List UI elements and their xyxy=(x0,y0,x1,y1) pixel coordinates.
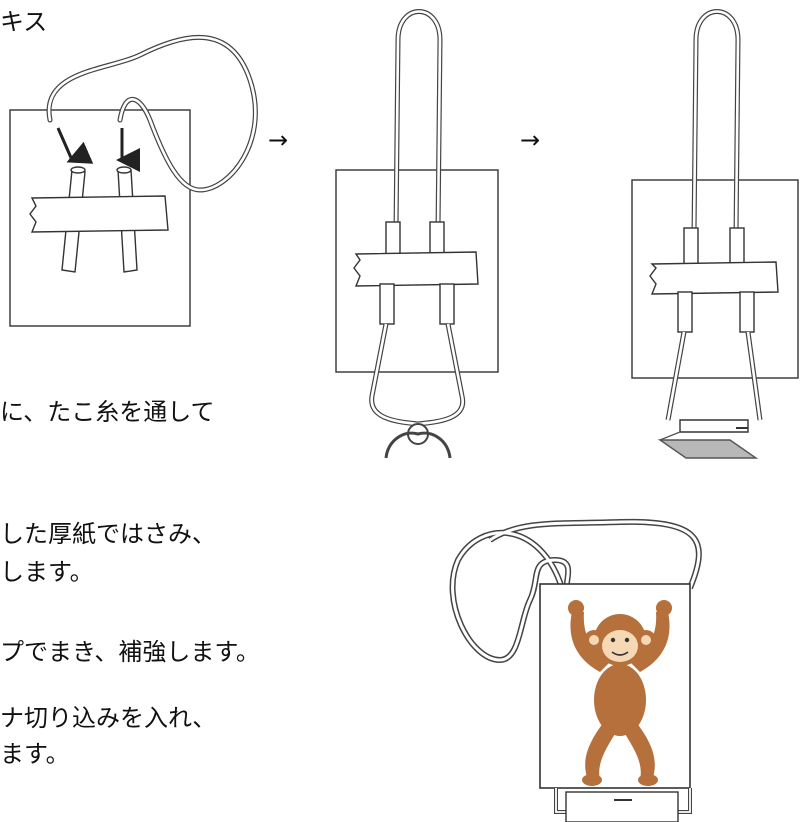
step-thread-text: に、たこ糸を通して xyxy=(0,398,215,426)
monkey-face xyxy=(589,630,651,662)
slit-card-3 xyxy=(657,419,759,459)
straw-lower-left-3 xyxy=(677,291,693,333)
flow-arrow-2: → xyxy=(520,126,541,154)
step-cardboard-line1: した厚紙ではさみ、 xyxy=(0,520,216,548)
figure-3-slit-card xyxy=(631,9,799,459)
flow-arrow-1: → xyxy=(268,126,289,154)
knot-2 xyxy=(384,423,452,459)
figure-4-finished xyxy=(449,518,702,822)
tape-band-1 xyxy=(29,195,169,233)
step-cardboard-line2: します。 xyxy=(0,558,94,586)
straw-lower-right-3 xyxy=(739,291,755,333)
step-cut-line1: ナ切り込みを入れ、 xyxy=(0,704,217,732)
straw-lower-left-2 xyxy=(379,283,395,325)
bottom-slit-card xyxy=(554,788,692,822)
step-cut-line2: ます。 xyxy=(0,740,70,768)
insert-arrow-left xyxy=(56,127,94,164)
header-fragment: キス xyxy=(0,8,48,36)
monkey-features xyxy=(610,637,630,656)
figure-1-thread-insertion xyxy=(9,34,258,327)
figure-2-threaded xyxy=(335,9,499,459)
tape-band-2 xyxy=(353,251,479,287)
monkey-illustration xyxy=(568,600,672,786)
straw-lower-right-2 xyxy=(439,283,455,325)
tape-band-3 xyxy=(649,261,779,295)
step-tape-text: プでまき、補強します。 xyxy=(0,638,260,666)
